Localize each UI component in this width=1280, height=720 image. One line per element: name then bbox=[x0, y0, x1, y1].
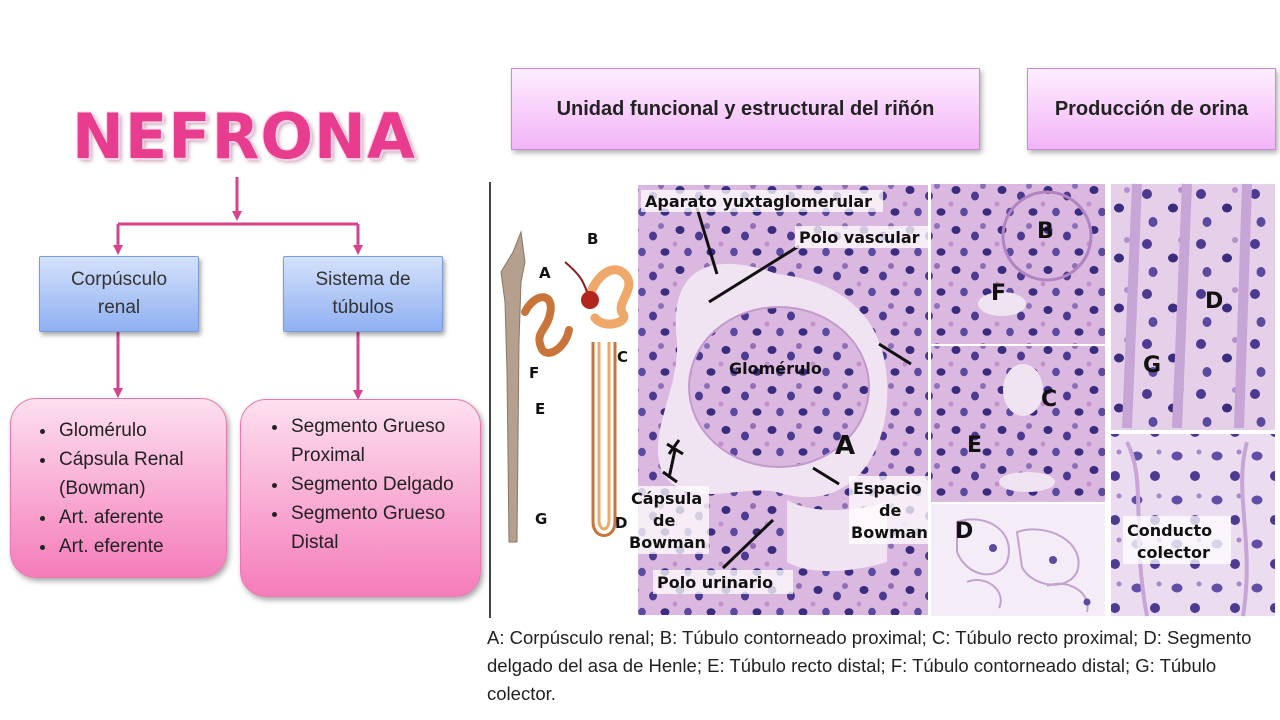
svg-text:Aparato yuxtaglomerular: Aparato yuxtaglomerular bbox=[645, 192, 872, 211]
svg-text:A: A bbox=[835, 431, 855, 461]
distal-tubule-shape bbox=[521, 293, 573, 357]
svg-text:G: G bbox=[1143, 353, 1161, 378]
svg-text:Polo vascular: Polo vascular bbox=[799, 228, 920, 247]
svg-text:A: A bbox=[539, 264, 551, 282]
tile-conducto: Conducto colector bbox=[1111, 434, 1275, 617]
svg-text:de: de bbox=[879, 501, 901, 520]
svg-text:B: B bbox=[587, 230, 598, 248]
corpusculo-box: Corpúsculo renal bbox=[39, 256, 199, 332]
svg-text:B: B bbox=[1037, 219, 1054, 244]
svg-text:Polo urinario: Polo urinario bbox=[657, 573, 773, 592]
capsule-bracket bbox=[662, 442, 684, 484]
list-item: Art. aferente bbox=[57, 503, 226, 532]
svg-text:D: D bbox=[1205, 289, 1223, 314]
corpusculo-list-box: Glomérulo Cápsula Renal (Bowman) Art. af… bbox=[10, 398, 227, 578]
list-item: Segmento Grueso Distal bbox=[289, 499, 480, 557]
glomerulus-dot bbox=[581, 291, 599, 309]
svg-text:Conducto: Conducto bbox=[1127, 521, 1212, 540]
svg-text:de: de bbox=[653, 511, 675, 530]
afferent-vessel bbox=[564, 261, 588, 293]
svg-text:F: F bbox=[991, 281, 1006, 306]
svg-text:Espacio: Espacio bbox=[853, 479, 922, 498]
tile-c-e: C E bbox=[931, 346, 1105, 502]
svg-text:D: D bbox=[955, 519, 973, 544]
list-item: Art. eferente bbox=[57, 532, 226, 561]
svg-text:C: C bbox=[1041, 387, 1057, 412]
svg-text:E: E bbox=[967, 433, 982, 458]
tubulos-list: Segmento Grueso Proximal Segmento Delgad… bbox=[241, 412, 480, 557]
svg-text:colector: colector bbox=[1137, 543, 1210, 562]
header-produccion: Producción de orina bbox=[1027, 68, 1276, 150]
svg-text:G: G bbox=[535, 510, 547, 528]
sistema-label: Sistema de túbulos bbox=[315, 269, 411, 318]
proximal-tubule-shape bbox=[586, 265, 634, 329]
tile-d-small: D bbox=[931, 504, 1105, 616]
tile-g-d: G D bbox=[1111, 183, 1275, 430]
list-item: Glomérulo bbox=[57, 416, 226, 445]
svg-text:Bowman: Bowman bbox=[629, 533, 706, 552]
svg-text:F: F bbox=[529, 364, 539, 382]
svg-text:E: E bbox=[535, 400, 545, 418]
header-unidad-label: Unidad funcional y estructural del riñón bbox=[556, 97, 935, 120]
sistema-box: Sistema de túbulos bbox=[283, 256, 443, 332]
corpusculo-label: Corpúsculo renal bbox=[70, 269, 168, 318]
header-produccion-label: Producción de orina bbox=[1054, 97, 1249, 120]
svg-text:Cápsula: Cápsula bbox=[631, 489, 702, 508]
svg-text:C: C bbox=[617, 348, 628, 366]
glomerulus-panel: Aparato yuxtaglomerular Polo vascular Gl… bbox=[627, 183, 1007, 617]
svg-text:D: D bbox=[615, 514, 627, 532]
figure-caption: A: Corpúsculo renal; B: Túbulo contornea… bbox=[487, 627, 1252, 704]
tile-b-f: B F bbox=[931, 184, 1105, 344]
list-item: Segmento Grueso Proximal bbox=[289, 412, 480, 470]
list-item: Segmento Delgado bbox=[289, 470, 480, 499]
collecting-duct-shape bbox=[500, 230, 526, 543]
henle-loop-inner bbox=[597, 342, 611, 531]
corpusculo-list: Glomérulo Cápsula Renal (Bowman) Art. af… bbox=[11, 416, 226, 561]
histology-figure: A B C D E F G Aparato yuxtaglomerular Po… bbox=[489, 182, 1275, 618]
page-title: NEFRONA bbox=[72, 100, 416, 173]
list-item: Cápsula Renal (Bowman) bbox=[57, 445, 226, 503]
svg-text:Bowman: Bowman bbox=[851, 523, 928, 542]
glomerulus bbox=[688, 306, 870, 468]
tree-connectors bbox=[113, 177, 363, 400]
henle-loop-shape bbox=[591, 342, 617, 537]
header-unidad: Unidad funcional y estructural del riñón bbox=[511, 68, 980, 150]
svg-text:Glomérulo: Glomérulo bbox=[729, 359, 822, 378]
tubulos-list-box: Segmento Grueso Proximal Segmento Delgad… bbox=[240, 399, 481, 597]
nephron-schematic: A B C D E F G bbox=[500, 230, 634, 543]
